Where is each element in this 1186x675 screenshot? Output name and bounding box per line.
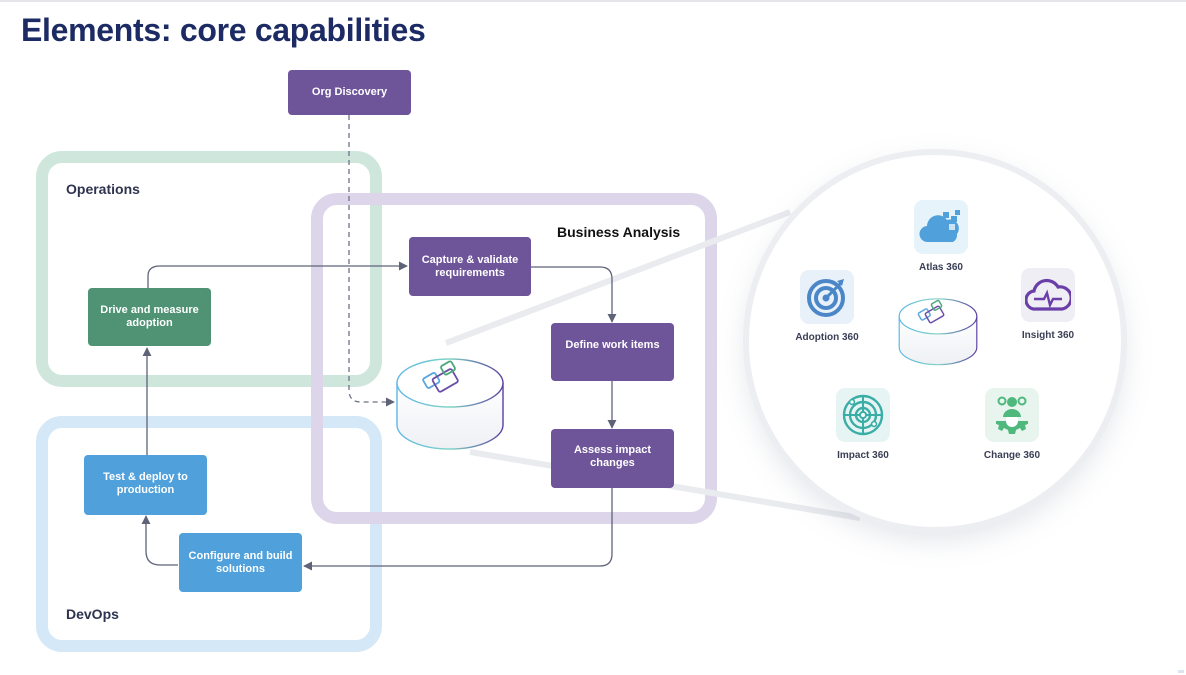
target-arrow-icon [807,279,845,317]
configure-build-node[interactable]: Configure and build solutions [179,533,302,592]
product-tile [914,200,968,254]
radar-icon [842,394,884,436]
product-label: Atlas 360 [919,262,963,273]
product-change-360[interactable]: Change 360 [967,388,1057,461]
product-tile [985,388,1039,442]
cloud-pulse-icon [1025,278,1071,311]
product-label: Change 360 [983,450,1041,461]
operations-label: Operations [66,181,140,197]
assess-impact-node[interactable]: Assess impact changes [551,429,674,488]
team-gear-icon [996,396,1028,434]
product-label: Impact 360 [837,450,889,461]
top-border [0,0,1186,2]
org-discovery-node[interactable]: Org Discovery [288,70,411,115]
capture-requirements-node[interactable]: Capture & validate requirements [409,237,531,296]
elements-hub [394,353,506,458]
product-label: Insight 360 [1021,330,1075,341]
business-analysis-label: Business Analysis [557,224,681,240]
product-tile [836,388,890,442]
product-label: Adoption 360 [795,332,859,343]
product-insight-360[interactable]: Insight 360 [1003,268,1093,341]
product-tile [1021,268,1075,322]
lens-hub [897,294,979,373]
devops-label: DevOps [66,606,119,622]
drive-adoption-node[interactable]: Drive and measure adoption [88,288,211,346]
define-work-items-node[interactable]: Define work items [551,323,674,381]
product-adoption-360[interactable]: Adoption 360 [782,270,872,343]
elements-platform-cylinder-icon [396,358,504,450]
elements-platform-cylinder-icon [898,298,978,366]
slide-title: Elements: core capabilities [21,12,426,48]
product-atlas-360[interactable]: Atlas 360 [896,200,986,273]
product-tile [800,270,854,324]
cloud-puzzle-icon [919,210,960,243]
corner-mark [1178,670,1184,673]
test-deploy-node[interactable]: Test & deploy to production [84,455,207,515]
product-impact-360[interactable]: Impact 360 [818,388,908,461]
